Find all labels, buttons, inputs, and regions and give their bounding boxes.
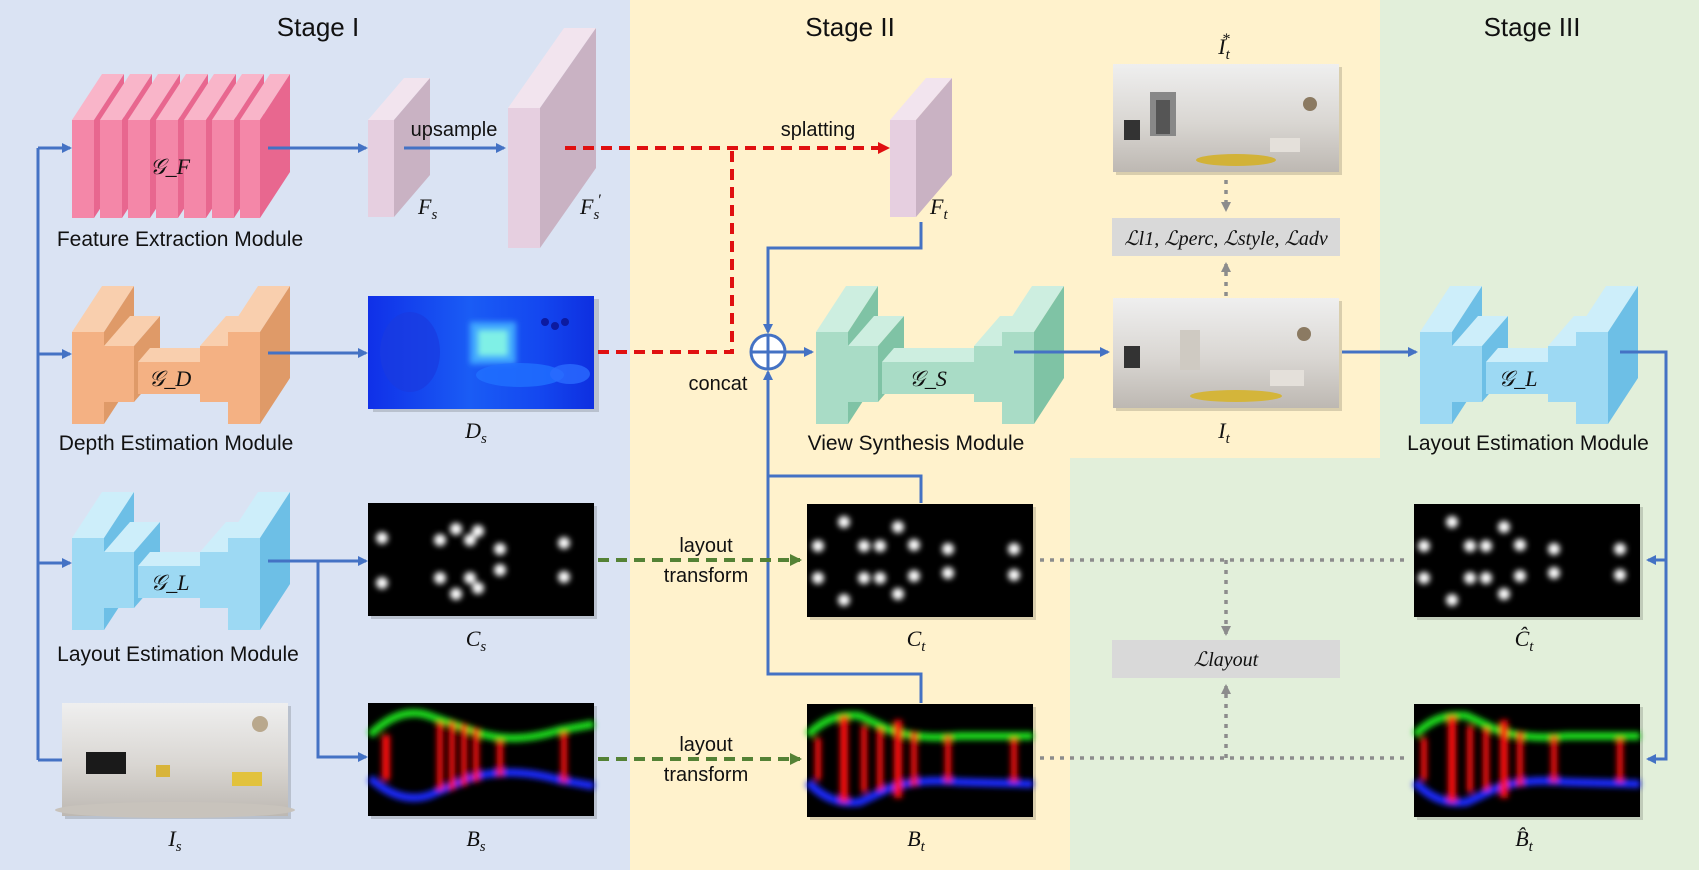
view-synthesis-network [816, 286, 1064, 424]
view-synthesis-label: View Synthesis Module [808, 432, 1025, 455]
gd-label: 𝒢_D [149, 366, 192, 391]
fs-prime-feature-map [508, 28, 596, 248]
synthesis-loss-box [1112, 218, 1340, 256]
corner-map-ct-hat [1414, 504, 1643, 620]
layout-loss-label: ℒlayout [1194, 649, 1259, 671]
splatting-arrow [565, 142, 890, 354]
bs-label: Bs [466, 826, 485, 855]
feature-extraction-label: Feature Extraction Module [57, 228, 303, 251]
corner-map-cs [368, 503, 597, 619]
ft-feature-map [890, 78, 952, 217]
fs-label: Fs [417, 194, 437, 223]
target-panorama-gt [1113, 64, 1342, 175]
feature-extraction-network [72, 74, 290, 218]
layout-transform-label-2a: layout [679, 734, 733, 756]
it-label: It [1217, 418, 1230, 447]
is-label: Is [167, 826, 181, 855]
layout-loss-box [1112, 640, 1340, 678]
stage1-title: Stage I [277, 12, 359, 42]
input-trunk-arrows [36, 143, 72, 762]
depth-estimation-network [72, 286, 290, 424]
cs-label: Cs [466, 626, 487, 655]
stage2-title: Stage II [805, 12, 895, 42]
layout-estimation-label-stage3: Layout Estimation Module [1407, 432, 1649, 455]
boundary-map-bt [805, 704, 1036, 820]
layout-transform-label-1b: transform [664, 565, 748, 587]
ct-label: Ct [907, 626, 927, 655]
input-panorama-is [55, 703, 295, 819]
depth-map-ds [368, 296, 599, 412]
bt-label: Bt [907, 826, 925, 855]
synthesized-panorama-it [1113, 298, 1342, 411]
bt-hat-label: B̂t [1515, 826, 1533, 855]
stage3-title: Stage III [1484, 12, 1581, 42]
layout-estimation-network-stage3 [1420, 286, 1638, 424]
layout-transform-label-2b: transform [664, 764, 748, 786]
boundary-map-bt-hat [1412, 704, 1643, 820]
depth-estimation-label: Depth Estimation Module [59, 432, 294, 455]
synthesis-loss-label: ℒl1, ℒperc, ℒstyle, ℒadv [1124, 228, 1328, 250]
gl-to-cs-bs-arrows [268, 556, 368, 762]
concat-input-arrows [763, 222, 923, 703]
it-star-label: It* [1217, 31, 1230, 63]
corner-map-ct [807, 504, 1036, 620]
gl-label-stage1: 𝒢_L [151, 570, 190, 595]
ds-label: Ds [464, 418, 487, 447]
layout-loss-connections [1040, 558, 1410, 760]
layout-transform-label-1a: layout [679, 535, 733, 557]
gs-label: 𝒢_S [909, 366, 947, 391]
gf-slab-7 [240, 74, 290, 218]
splatting-label: splatting [781, 119, 856, 141]
fs-prime-label: Fs′ [579, 192, 601, 223]
layout-estimation-label-stage1: Layout Estimation Module [57, 643, 299, 666]
gf-label: 𝒢_F [150, 154, 191, 179]
gl3-output-arrows [1620, 350, 1668, 764]
concat-operator [749, 333, 787, 371]
boundary-map-bs [367, 703, 597, 819]
upsample-label: upsample [411, 119, 498, 141]
ft-label: Ft [929, 194, 948, 223]
concat-label: concat [689, 373, 748, 395]
gl-label-stage3: 𝒢_L [1499, 366, 1538, 391]
ct-hat-label: Ĉt [1515, 626, 1535, 655]
layout-transform-arrows [598, 554, 802, 765]
